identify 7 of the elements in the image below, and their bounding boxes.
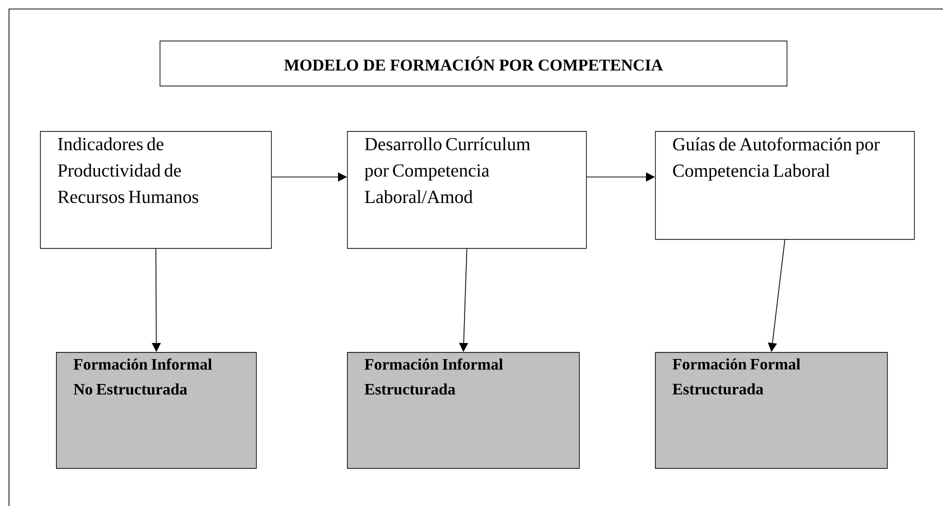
process-box: Indicadores de Productividad de Recursos Humanos [40, 131, 272, 249]
result-box: Formación Informal Estructurada [347, 352, 580, 469]
process-box: Guías de Autoformación por Competencia Laboral [655, 131, 915, 240]
result-box: Formación Informal No Estructurada [56, 352, 257, 469]
result-box: Formación Formal Estructurada [655, 352, 888, 469]
process-box: Desarrollo Currículum por Competencia Laboral/Amod [347, 131, 587, 249]
title-box: MODELO DE FORMACIÓN POR COMPETENCIA [160, 40, 788, 86]
